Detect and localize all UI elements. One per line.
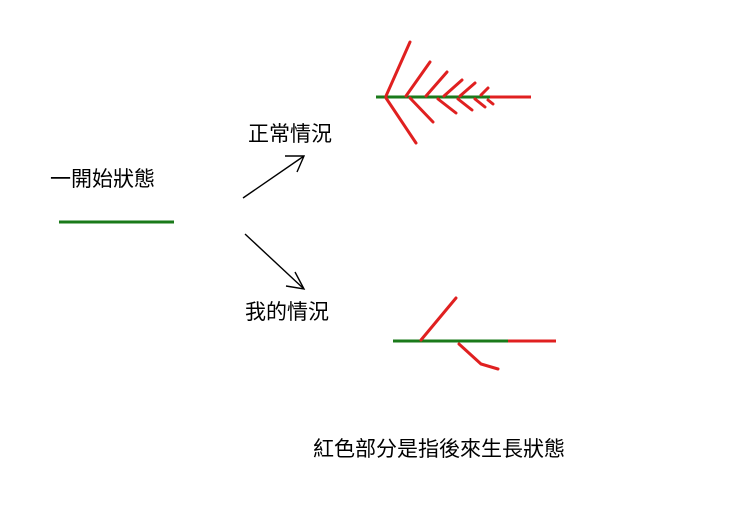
my-growth-figure (393, 296, 556, 371)
normal-growth-figure (376, 40, 531, 145)
my-red-branches (419, 296, 500, 371)
start-state-label: 一開始狀態 (50, 167, 155, 191)
arrow-to-mine (244, 233, 306, 290)
normal-red-branches (384, 40, 495, 145)
legend-caption: 紅色部分是指後來生長狀態 (313, 437, 565, 461)
normal-case-label: 正常情況 (248, 122, 332, 146)
my-case-label: 我的情況 (245, 300, 329, 324)
arrow-to-normal (242, 155, 306, 199)
